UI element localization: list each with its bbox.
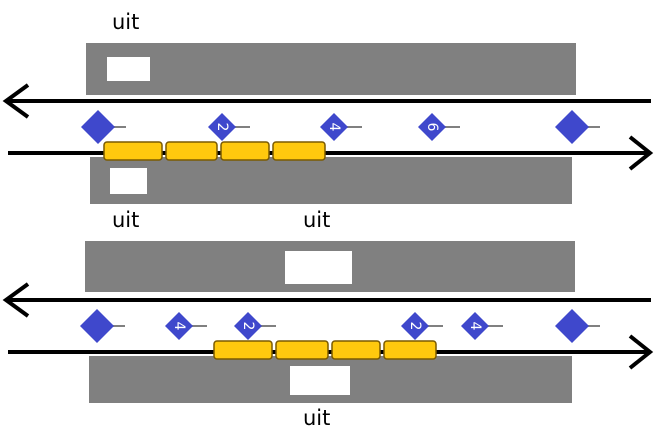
signal-2-3: 2 [234, 312, 276, 340]
signal-diamond-icon [401, 312, 429, 340]
signal-diamond-icon [80, 309, 114, 343]
signal-diamond-icon [555, 110, 589, 144]
signal-2-1 [80, 309, 125, 343]
exit-label-bottom-right-1: uit [303, 208, 331, 232]
signal-diamond-icon [555, 309, 589, 343]
train-car [383, 340, 437, 360]
platform-sign-upper-1 [107, 57, 150, 81]
signal-1-4: 6 [418, 113, 460, 141]
signal-diamond-icon [234, 312, 262, 340]
train-car [275, 340, 329, 360]
exit-label-top-1: uit [112, 10, 140, 34]
signal-diamond-icon [320, 113, 348, 141]
signal-1-2: 2 [208, 113, 250, 141]
platform-lower-1 [90, 157, 572, 204]
train-car [103, 141, 163, 161]
signal-number: 4 [467, 322, 483, 331]
signal-diamond-icon [208, 113, 236, 141]
platform-sign-upper-2 [285, 251, 352, 284]
arrowhead-left-2 [2, 282, 30, 318]
train-2 [213, 340, 437, 360]
arrowhead-left-1 [2, 83, 30, 119]
platform-upper-1 [86, 43, 576, 95]
train-1 [103, 141, 326, 161]
platform-sign-lower-1 [110, 168, 147, 194]
signal-2-5: 4 [461, 312, 503, 340]
signal-1-5 [555, 110, 600, 144]
exit-label-bottom-left-1: uit [112, 208, 140, 232]
signal-2-2: 4 [165, 312, 207, 340]
signal-diamond-icon [81, 110, 115, 144]
exit-label-bottom-2: uit [303, 406, 331, 430]
train-car [272, 141, 326, 161]
signal-2-6 [555, 309, 600, 343]
signal-diamond-icon [461, 312, 489, 340]
signal-number: 2 [214, 123, 230, 132]
scenario-1: 2 4 6 [2, 43, 654, 204]
signal-1-1 [81, 110, 126, 144]
signal-number: 6 [424, 123, 440, 132]
signal-number: 2 [240, 322, 256, 331]
train-car [220, 141, 270, 161]
train-car [213, 340, 273, 360]
signals-2: 4 2 2 4 [80, 309, 600, 343]
signal-number: 2 [407, 322, 423, 331]
signal-diamond-icon [165, 312, 193, 340]
signal-number: 4 [171, 322, 187, 331]
signal-diamond-icon [418, 113, 446, 141]
signal-1-3: 4 [320, 113, 362, 141]
scenario-2: 4 2 2 4 [2, 241, 654, 403]
train-car [165, 141, 218, 161]
signal-2-4: 2 [401, 312, 443, 340]
signal-number: 4 [326, 123, 342, 132]
train-car [331, 340, 381, 360]
arrowhead-right-2 [628, 334, 654, 370]
arrowhead-right-1 [628, 135, 654, 171]
platform-sign-lower-2 [290, 366, 350, 395]
signals-1: 2 4 6 [81, 110, 600, 144]
